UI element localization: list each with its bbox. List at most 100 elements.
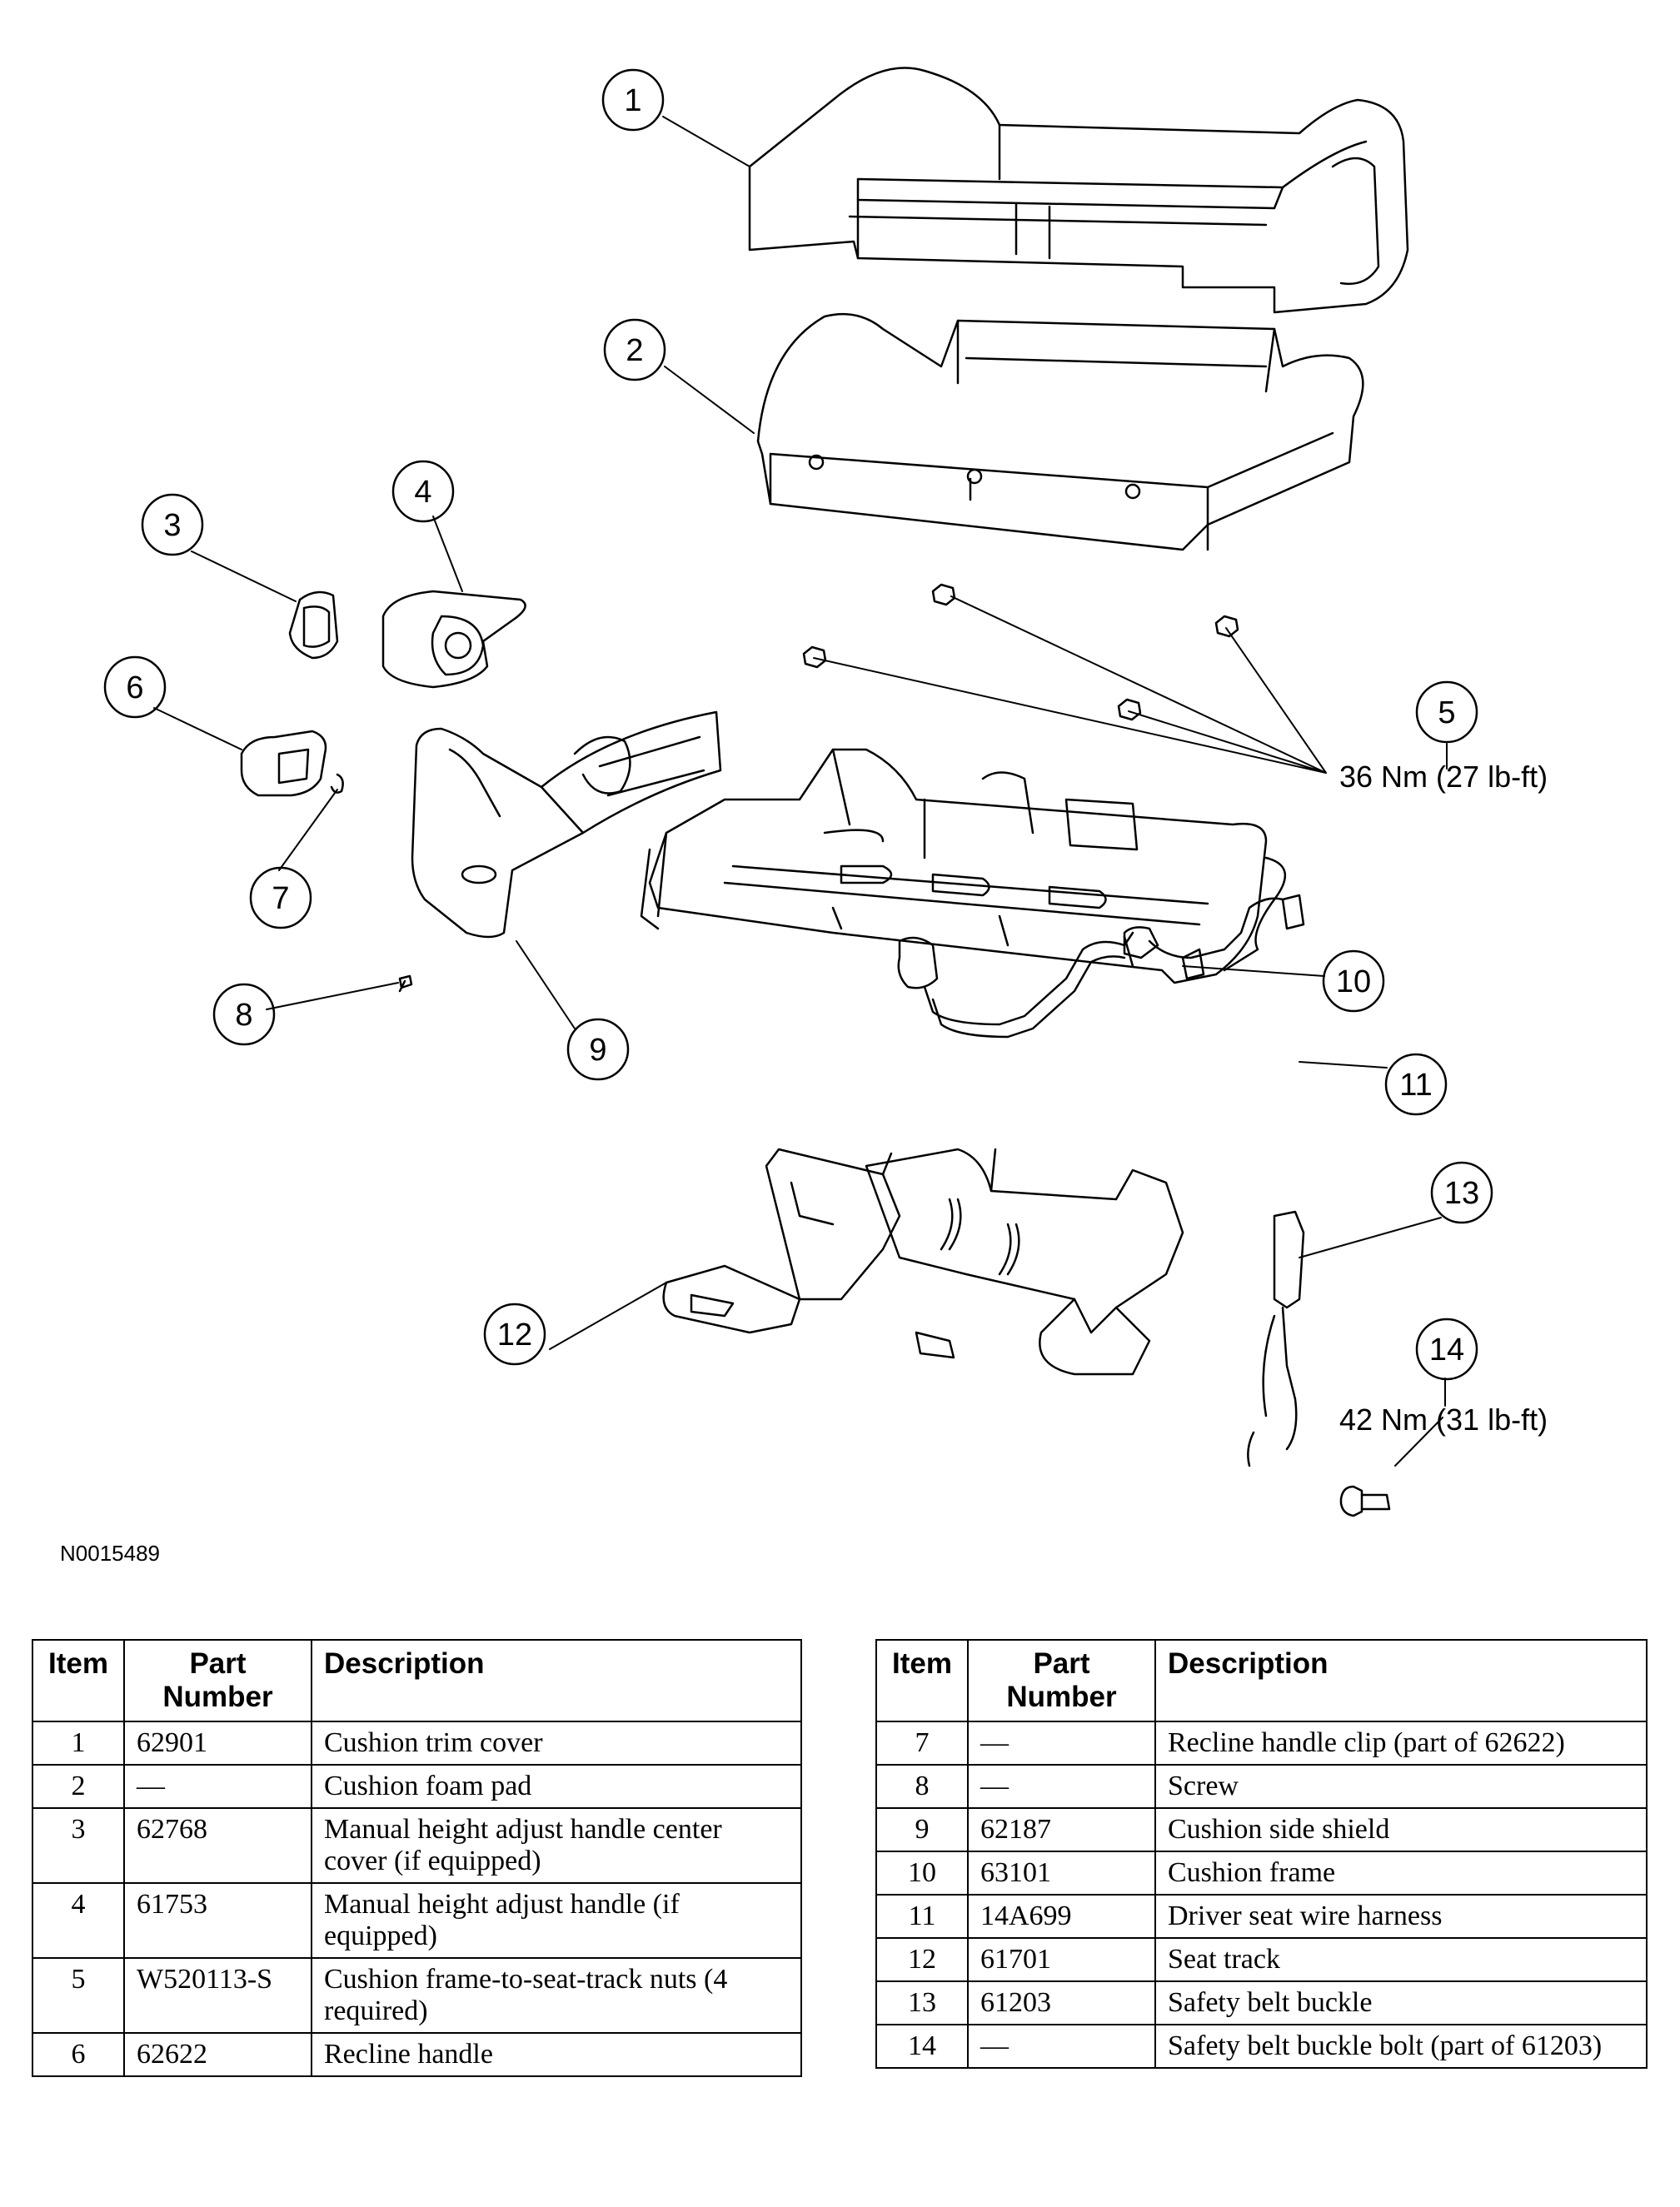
torque-spec-5: 36 Nm (27 lb-ft) [1339,760,1548,794]
table-row: 14 — Safety belt buckle bolt (part of 61… [875,2024,1648,2069]
cell-item: 8 [875,1764,969,1809]
callout-8: 8 [235,998,252,1033]
parts-table-right: Item Part Number Description 7 — Recline… [875,1639,1648,2069]
safety-belt-buckle-part [1247,1210,1305,1467]
callout-10: 10 [1336,964,1371,999]
cell-part-number: 62622 [123,2032,312,2077]
figure-id: N0015489 [60,1541,160,1566]
cell-item: 5 [32,1957,125,2034]
callout-circles [103,68,1493,1381]
table-row: 9 62187 Cushion side shield [875,1807,1648,1852]
table-row: 2 — Cushion foam pad [32,1764,802,1809]
recline-handle-part [240,730,327,797]
table-row: 13 61203 Safety belt buckle [875,1980,1648,2025]
torque-spec-14: 42 Nm (31 lb-ft) [1339,1402,1548,1437]
leader-lines [153,116,1448,1467]
cell-description: Cushion frame [1154,1851,1648,1896]
callout-7: 7 [272,881,289,916]
header-part-number: Part Number [967,1639,1156,1722]
cell-description: Manual height adjust handle center cover… [311,1807,802,1884]
cell-item: 13 [875,1980,969,2025]
safety-belt-buckle-bolt-part [1339,1485,1391,1517]
cell-part-number: — [967,2024,1156,2069]
cell-part-number: 62768 [123,1807,312,1884]
header-item: Item [875,1639,969,1722]
table-row: 5 W520113-S Cushion frame-to-seat-track … [32,1957,802,2034]
cell-description: Seat track [1154,1937,1648,1982]
callout-12: 12 [497,1318,532,1353]
cell-part-number: — [967,1721,1156,1766]
cell-description: Cushion foam pad [311,1764,802,1809]
cell-part-number: 61701 [967,1937,1156,1982]
cell-description: Cushion side shield [1154,1807,1648,1852]
table-row: 10 63101 Cushion frame [875,1851,1648,1896]
cell-item: 7 [875,1721,969,1766]
cell-item: 3 [32,1807,125,1884]
callout-1: 1 [624,83,641,118]
callout-14: 14 [1429,1333,1464,1368]
cell-item: 12 [875,1937,969,1982]
cell-description: Recline handle [311,2032,802,2077]
callout-3: 3 [163,508,181,543]
table-row: 11 14A699 Driver seat wire harness [875,1894,1648,1939]
screw-part [398,974,413,993]
height-adjust-handle-part [381,590,526,689]
callout-6: 6 [126,670,143,705]
callout-4: 4 [414,475,431,510]
cell-item: 11 [875,1894,969,1939]
cell-description: Recline handle clip (part of 62622) [1154,1721,1648,1766]
table-header-row: Item Part Number Description [875,1639,1648,1722]
parts-table-left: Item Part Number Description 1 62901 Cus… [32,1639,802,2077]
cell-item: 2 [32,1764,125,1809]
cushion-frame-part [640,748,1287,984]
cell-item: 9 [875,1807,969,1852]
exploded-seat-diagram: 1 2 3 4 5 6 7 8 9 10 11 12 13 14 36 Nm (… [103,67,1548,1517]
cell-description: Safety belt buckle [1154,1980,1648,2025]
cushion-foam-pad-part [756,312,1364,551]
table-row: 1 62901 Cushion trim cover [32,1721,802,1766]
recline-handle-clip-part [330,773,344,794]
seat-track-part [662,1148,1184,1376]
cell-description: Driver seat wire harness [1154,1894,1648,1939]
table-row: 12 61701 Seat track [875,1937,1648,1982]
header-part-number: Part Number [123,1639,312,1722]
cell-part-number: 62187 [967,1807,1156,1852]
cell-description: Manual height adjust handle (if equipped… [311,1882,802,1959]
cell-description: Cushion frame-to-seat-track nuts (4 requ… [311,1957,802,2034]
cell-item: 4 [32,1882,125,1959]
header-description: Description [1154,1639,1648,1722]
cell-item: 1 [32,1721,125,1766]
table-row: 6 62622 Recline handle [32,2032,802,2077]
cell-item: 14 [875,2024,969,2069]
callout-11: 11 [1399,1068,1432,1103]
cell-description: Cushion trim cover [311,1721,802,1766]
cell-description: Safety belt buckle bolt (part of 61203) [1154,2024,1648,2069]
cell-part-number: W520113-S [123,1957,312,2034]
table-header-row: Item Part Number Description [32,1639,802,1722]
table-row: 3 62768 Manual height adjust handle cent… [32,1807,802,1884]
cell-part-number: — [123,1764,312,1809]
table-row: 7 — Recline handle clip (part of 62622) [875,1721,1648,1766]
cell-part-number: 62901 [123,1721,312,1766]
callout-2: 2 [626,333,643,368]
cushion-side-shield-part [411,710,722,939]
cell-part-number: — [967,1764,1156,1809]
table-row: 4 61753 Manual height adjust handle (if … [32,1882,802,1959]
table-row: 8 — Screw [875,1764,1648,1809]
cell-part-number: 14A699 [967,1894,1156,1939]
cell-description: Screw [1154,1764,1648,1809]
cell-part-number: 61753 [123,1882,312,1959]
cell-item: 6 [32,2032,125,2077]
height-adjust-center-cover-part [288,590,339,660]
driver-seat-wire-harness-part [897,894,1305,1039]
cell-part-number: 61203 [967,1980,1156,2025]
header-description: Description [311,1639,802,1722]
callout-5: 5 [1438,695,1455,730]
frame-nuts-part [802,583,1239,721]
header-item: Item [32,1639,125,1722]
cell-part-number: 63101 [967,1851,1156,1896]
callout-13: 13 [1444,1176,1479,1211]
callout-9: 9 [589,1033,606,1068]
cell-item: 10 [875,1851,969,1896]
cushion-trim-cover-part [748,67,1409,314]
